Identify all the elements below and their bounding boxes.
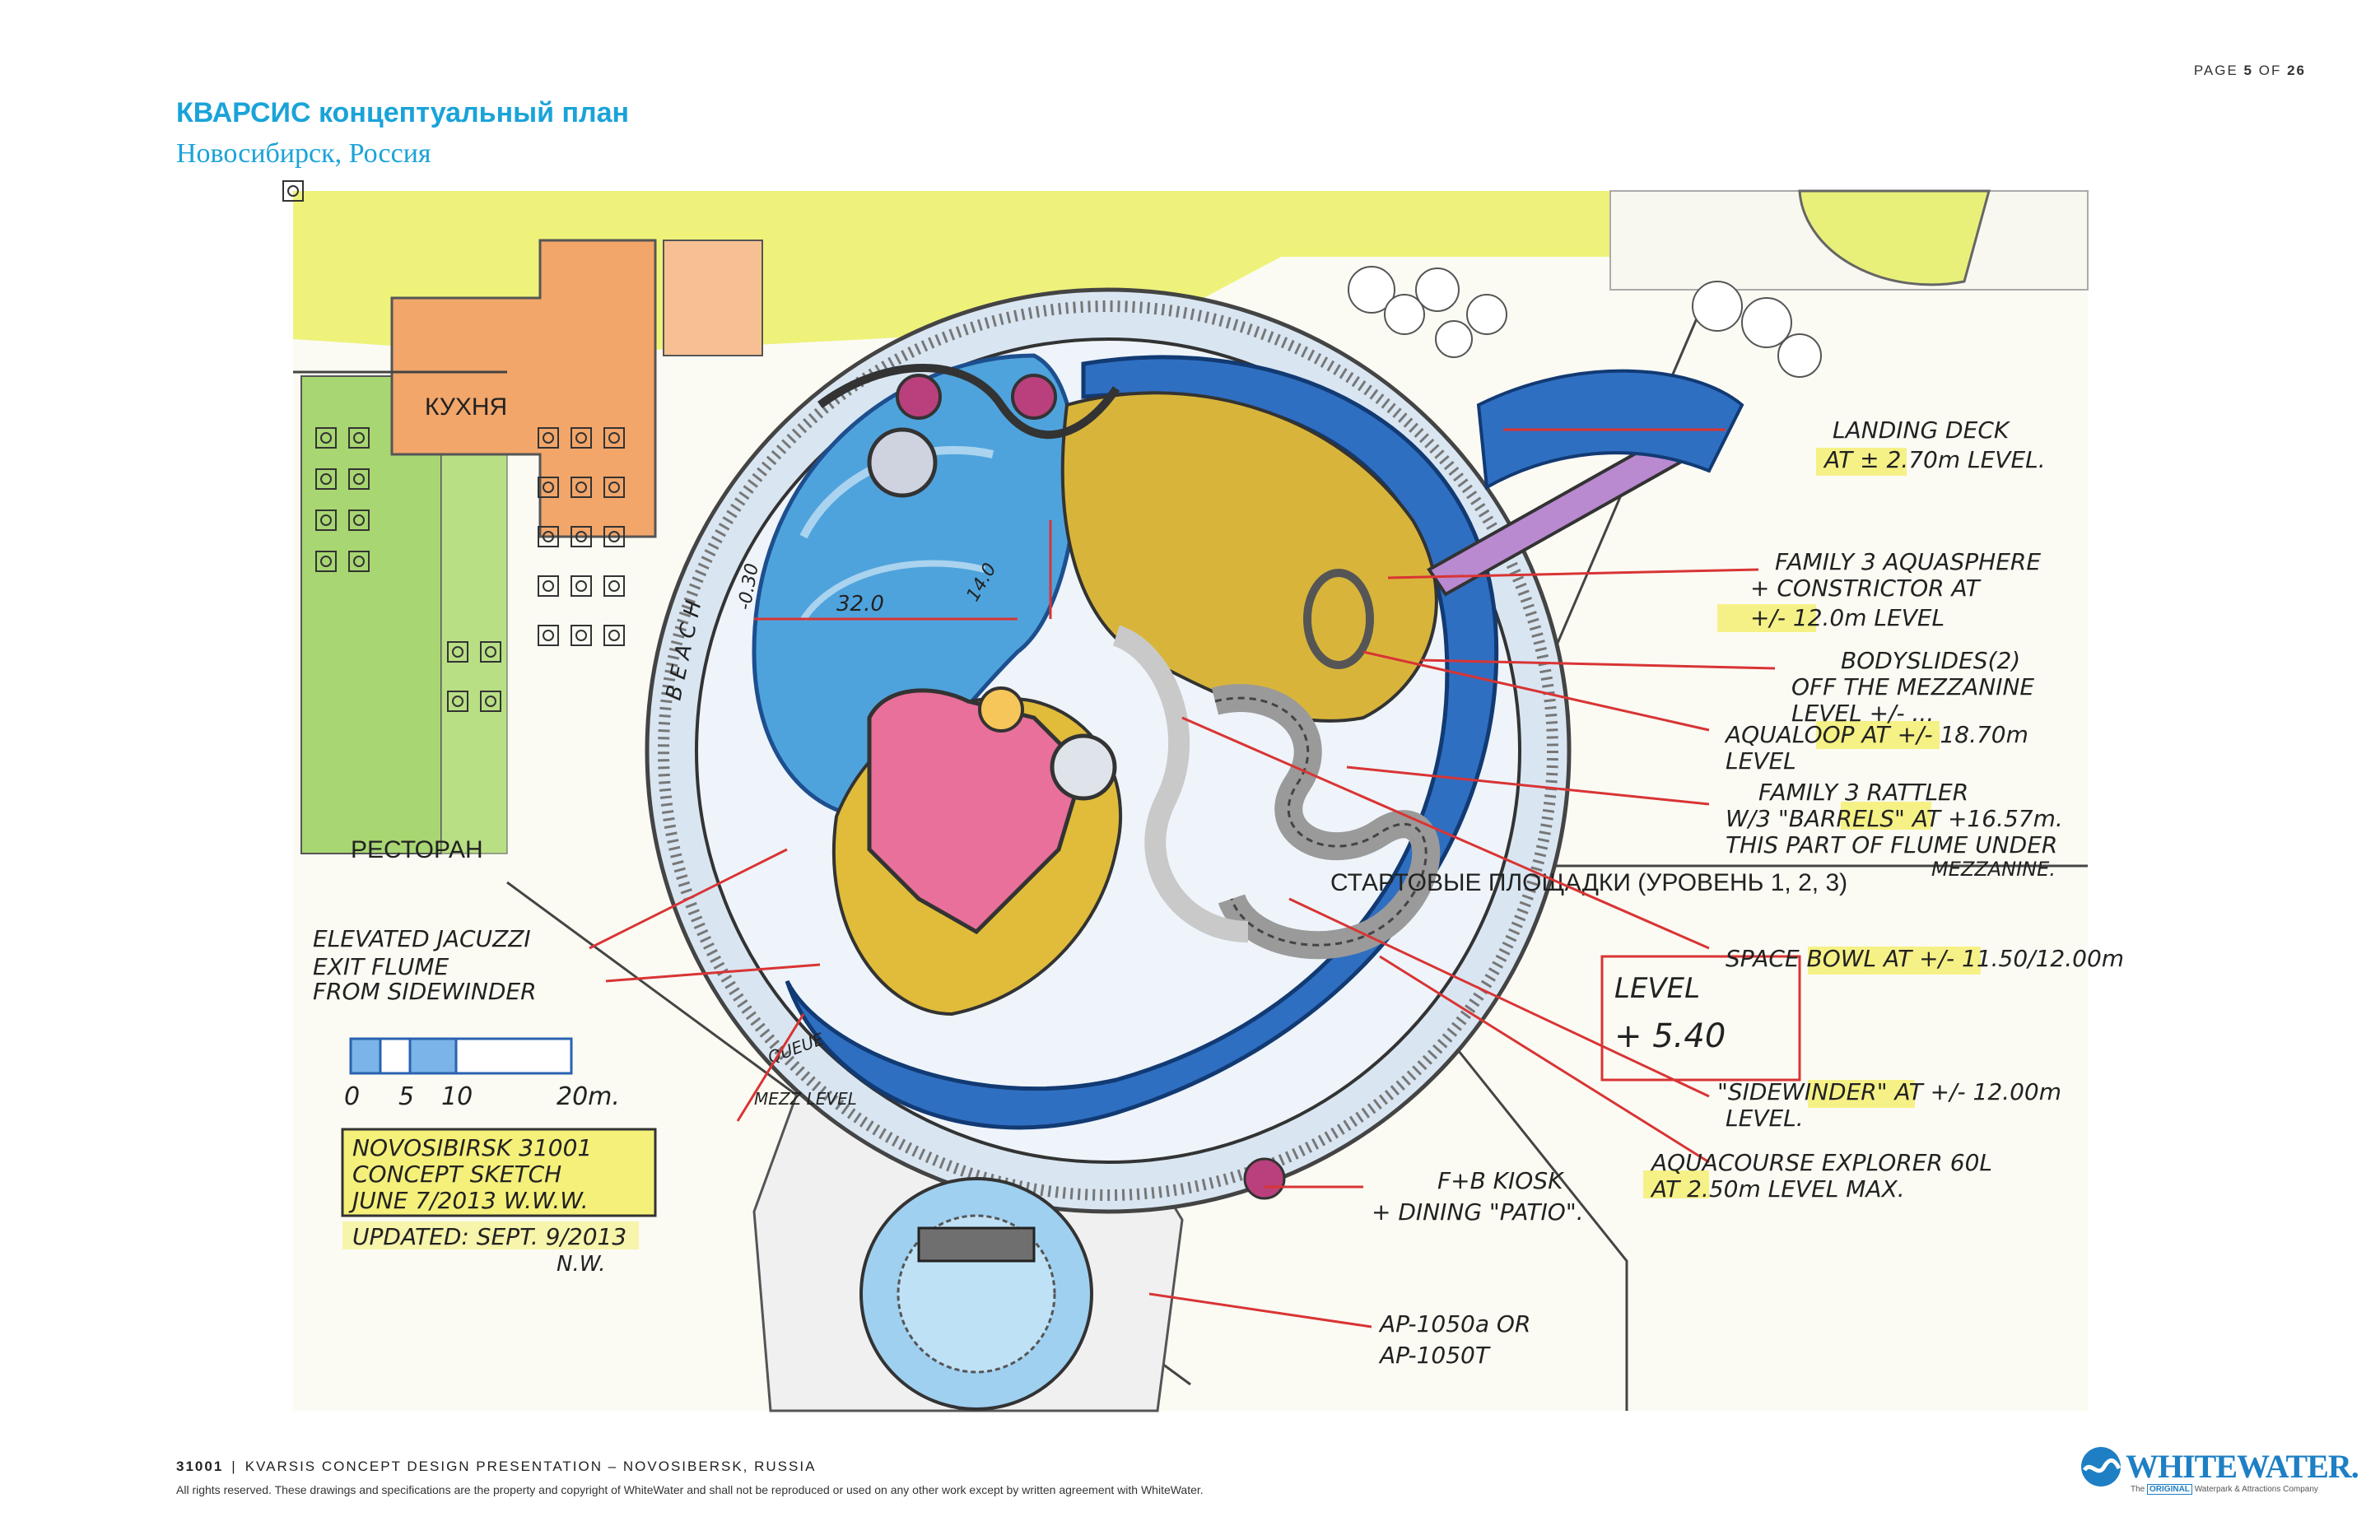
svg-text:AT ± 2.70m LEVEL.: AT ± 2.70m LEVEL.	[1823, 446, 2046, 473]
svg-text:JUNE 7/2013 W.W.W.: JUNE 7/2013 W.W.W.	[348, 1187, 589, 1214]
svg-text:LEVEL +/- ...: LEVEL +/- ...	[1791, 700, 1934, 727]
lower-pool	[859, 1157, 1286, 1411]
svg-text:BODYSLIDES(2): BODYSLIDES(2)	[1841, 647, 2020, 674]
scale-tick-0: 0	[344, 1082, 360, 1111]
svg-text:+ DINING "PATIO".: + DINING "PATIO".	[1372, 1198, 1584, 1226]
whitewater-logo: WHITEWATER. The ORIGINAL Waterpark & Att…	[2080, 1442, 2359, 1500]
callout-rattler: FAMILY 3 RATTLER W/3 "BARRELS" AT +16.57…	[1726, 779, 2063, 881]
footer-project: 31001|KVARSIS CONCEPT DESIGN PRESENTATIO…	[176, 1459, 817, 1474]
page-subtitle: Новосибирск, Россия	[176, 138, 431, 169]
svg-text:F+B KIOSK: F+B KIOSK	[1437, 1167, 1565, 1194]
callout-fb-kiosk: F+B KIOSK + DINING "PATIO".	[1372, 1167, 1584, 1226]
callout-exit-flume: EXIT FLUME FROM SIDEWINDER	[313, 953, 537, 1005]
scale-bar: 0 5 10 20m.	[344, 1037, 620, 1111]
scale-tick-5: 5	[398, 1082, 414, 1111]
svg-text:FAMILY 3 RATTLER: FAMILY 3 RATTLER	[1758, 779, 1968, 806]
svg-text:AQUACOURSE EXPLORER 60L: AQUACOURSE EXPLORER 60L	[1650, 1149, 1992, 1176]
callout-aquacourse: AQUACOURSE EXPLORER 60L AT 2.50m LEVEL M…	[1650, 1149, 1992, 1203]
restaurant-area	[300, 375, 508, 854]
page-number: PAGE 5 OF 26	[2193, 63, 2306, 78]
svg-text:LEVEL: LEVEL	[1614, 972, 1700, 1005]
callout-aqualoop: AQUALOOP AT +/- 18.70m LEVEL	[1724, 721, 2028, 775]
svg-text:CONCEPT SKETCH: CONCEPT SKETCH	[352, 1161, 561, 1188]
callout-aquasphere: FAMILY 3 AQUASPHERE + CONSTRICTOR AT +/-…	[1750, 548, 2041, 631]
trees	[1348, 266, 1822, 378]
leader-lines	[589, 428, 1776, 1328]
concept-site-plan: 0 5 10 20m. NOVOSIBIRSK 31001 CONCEPT SK…	[282, 180, 2124, 1412]
svg-text:AP-1050T: AP-1050T	[1378, 1342, 1491, 1369]
page-title: КВАРСИС концептуальный план	[176, 97, 630, 128]
callout-space-bowl: SPACE BOWL AT +/- 11.50/12.00m	[1726, 945, 2124, 972]
scale-tick-10: 10	[441, 1082, 473, 1111]
svg-text:SPACE BOWL AT +/- 11.50/12.00m: SPACE BOWL AT +/- 11.50/12.00m	[1726, 945, 2124, 972]
highlights	[1643, 448, 1981, 1198]
svg-text:+ 5.40: + 5.40	[1614, 1017, 1726, 1055]
svg-text:AQUALOOP AT +/- 18.70m: AQUALOOP AT +/- 18.70m	[1724, 721, 2028, 748]
dining-tables	[282, 180, 625, 712]
callout-sidewinder: "SIDEWINDER" AT +/- 12.00m LEVEL.	[1717, 1078, 2061, 1132]
svg-text:FAMILY 3 AQUASPHERE: FAMILY 3 AQUASPHERE	[1775, 548, 2041, 575]
logo-wordmark: WHITEWATER.	[2126, 1448, 2359, 1485]
svg-text:ELEVATED JACUZZI: ELEVATED JACUZZI	[313, 925, 531, 952]
footer-rights: All rights reserved. These drawings and …	[176, 1483, 1204, 1496]
label-kitchen: КУХНЯ	[425, 393, 507, 421]
svg-text:AT 2.50m LEVEL MAX.: AT 2.50m LEVEL MAX.	[1650, 1175, 1905, 1203]
svg-text:NOVOSIBIRSK 31001: NOVOSIBIRSK 31001	[352, 1134, 592, 1161]
svg-text:LEVEL.: LEVEL.	[1726, 1105, 1804, 1132]
callout-bodyslides: BODYSLIDES(2) OFF THE MEZZANINE LEVEL +/…	[1791, 647, 2034, 727]
svg-text:"SIDEWINDER" AT +/- 12.00m: "SIDEWINDER" AT +/- 12.00m	[1717, 1078, 2061, 1105]
dim-32: 32.0	[836, 592, 884, 616]
label-mezz: MEZZ LEVEL	[754, 1089, 857, 1109]
svg-text:MEZZANINE.: MEZZANINE.	[1931, 858, 2056, 881]
logo-tagline: The ORIGINAL Waterpark & Attractions Com…	[2131, 1484, 2318, 1495]
svg-text:UPDATED: SEPT. 9/2013: UPDATED: SEPT. 9/2013	[352, 1223, 626, 1250]
callout-elevated-jacuzzi: ELEVATED JACUZZI	[313, 925, 531, 952]
svg-text:N.W.: N.W.	[557, 1252, 606, 1277]
svg-text:+/- 12.0m LEVEL: +/- 12.0m LEVEL	[1750, 604, 1945, 631]
svg-text:EXIT FLUME: EXIT FLUME	[313, 953, 449, 980]
label-restaurant: РЕСТОРАН	[351, 836, 483, 863]
level-box: LEVEL + 5.40	[1600, 955, 1801, 1082]
scale-tick-20: 20m.	[557, 1082, 620, 1111]
wave-logo-icon	[2081, 1447, 2122, 1486]
callout-ap1050: AP-1050a OR AP-1050T	[1378, 1310, 1530, 1369]
svg-text:THIS PART OF FLUME UNDER: THIS PART OF FLUME UNDER	[1726, 831, 2057, 858]
svg-text:AP-1050a OR: AP-1050a OR	[1378, 1310, 1530, 1338]
label-start-platforms: СТАРТОВЫЕ ПЛОЩАДКИ (УРОВЕНЬ 1, 2, 3)	[1330, 869, 1847, 896]
svg-text:FROM SIDEWINDER: FROM SIDEWINDER	[313, 978, 537, 1005]
svg-text:LEVEL: LEVEL	[1726, 747, 1796, 775]
svg-text:W/3 "BARRELS" AT +16.57m.: W/3 "BARRELS" AT +16.57m.	[1726, 805, 2063, 832]
callout-landing-deck: LANDING DECK AT ± 2.70m LEVEL.	[1823, 416, 2046, 473]
svg-text:LANDING DECK: LANDING DECK	[1833, 416, 2011, 444]
kitchen-area	[390, 239, 763, 538]
svg-text:+ CONSTRICTOR AT: + CONSTRICTOR AT	[1750, 575, 1982, 602]
svg-text:OFF THE MEZZANINE: OFF THE MEZZANINE	[1791, 673, 2034, 700]
sketch-note: NOVOSIBIRSK 31001 CONCEPT SKETCH JUNE 7/…	[341, 1128, 657, 1277]
